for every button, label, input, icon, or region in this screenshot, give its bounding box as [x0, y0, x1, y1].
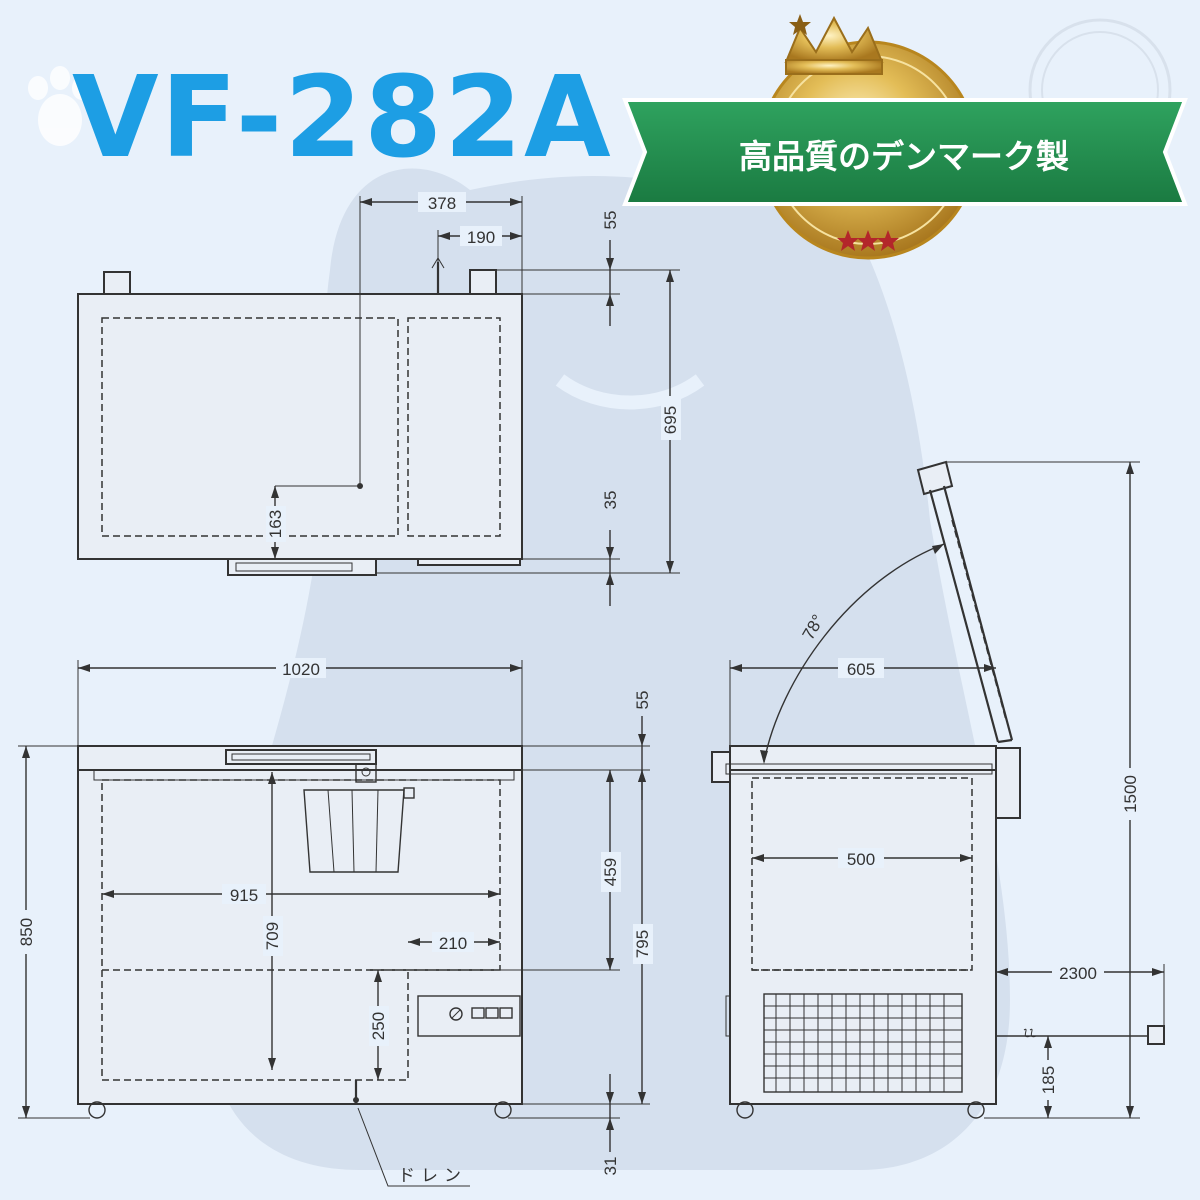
- paw-icon: [28, 66, 92, 146]
- quality-badge: 高品質のデンマーク製: [622, 14, 1188, 260]
- dim-500: 500: [847, 850, 875, 869]
- dim-front-55: 55: [633, 691, 652, 710]
- basket-icon: [303, 763, 415, 873]
- compressor-grille-icon: [763, 993, 963, 1093]
- dim-1500: 1500: [1121, 775, 1140, 813]
- side-view-dimensions: 78° 605 500 1500 2300 185: [729, 461, 1165, 1119]
- dim-210: 210: [439, 934, 467, 953]
- dim-605: 605: [847, 660, 875, 679]
- open-lid: [916, 460, 1014, 744]
- dim-185: 185: [1039, 1066, 1058, 1094]
- dim-709: 709: [263, 922, 282, 950]
- front-view-dimensions: 1020 55 850 915 709 459 7: [17, 658, 653, 1187]
- dim-378: 378: [428, 194, 456, 213]
- dim-250: 250: [369, 1012, 388, 1040]
- power-cord: [996, 1025, 1165, 1045]
- control-panel: [417, 995, 521, 1037]
- dim-top-35: 35: [601, 491, 620, 510]
- dim-31: 31: [601, 1157, 620, 1176]
- badge-text: 高品質のデンマーク製: [739, 137, 1069, 176]
- model-title: VF-282A: [72, 53, 613, 183]
- top-view: [77, 257, 523, 576]
- dim-190: 190: [467, 228, 495, 247]
- dim-850: 850: [17, 918, 36, 946]
- dim-2300: 2300: [1059, 964, 1097, 983]
- green-ribbon: [622, 98, 1188, 206]
- top-view-dimensions: 378 190 55 695 35 163: [266, 192, 681, 606]
- dim-top-55: 55: [601, 211, 620, 230]
- dim-459: 459: [601, 858, 620, 886]
- dim-163: 163: [266, 510, 285, 538]
- drain-label: ドレン: [398, 1166, 467, 1185]
- side-view: [711, 460, 1165, 1119]
- dim-795: 795: [633, 930, 652, 958]
- stars-icon: [837, 230, 899, 251]
- crown-icon: [784, 14, 884, 75]
- dim-915: 915: [230, 886, 258, 905]
- dim-695: 695: [661, 406, 680, 434]
- dim-1020: 1020: [282, 660, 320, 679]
